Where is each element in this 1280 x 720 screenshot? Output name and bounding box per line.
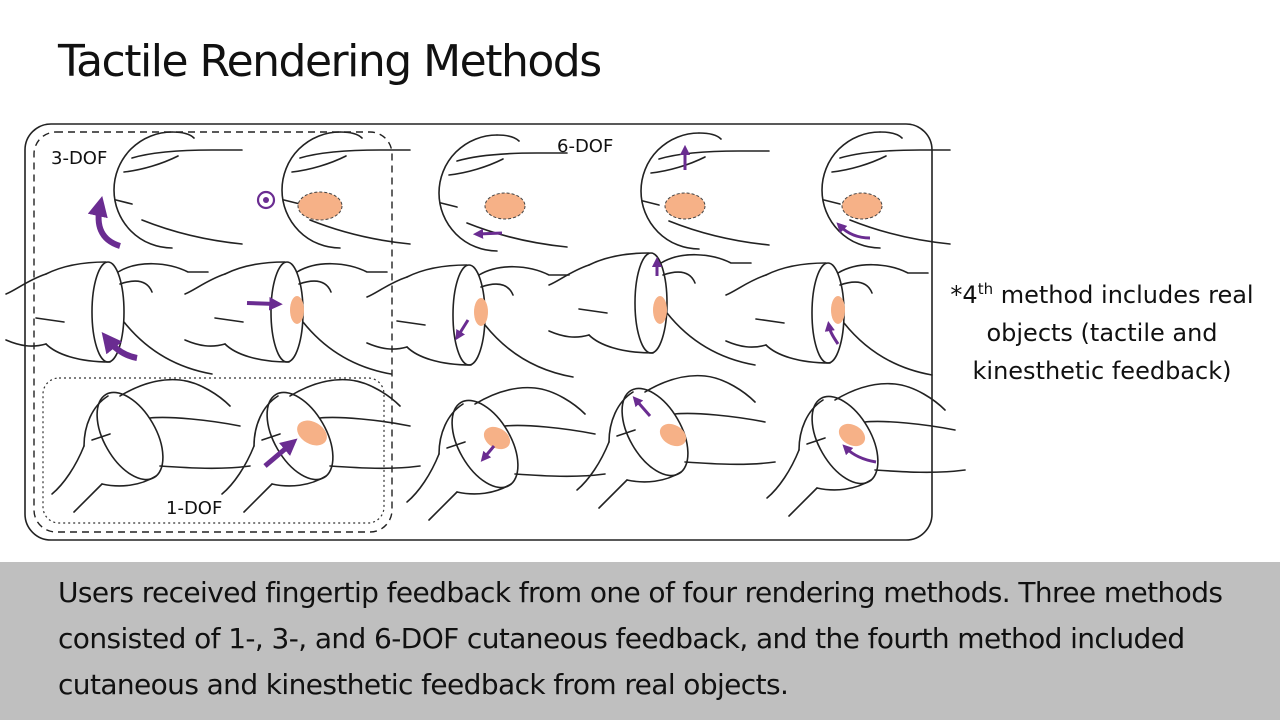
label-3dof: 3-DOF <box>51 148 107 169</box>
fingertip-side-view-icon <box>184 261 392 375</box>
purple-arrow-icon <box>455 319 470 341</box>
orange-contact-patch-icon <box>297 191 343 221</box>
orange-contact-patch-icon <box>483 426 511 450</box>
fingertip-top-view-icon <box>821 131 951 249</box>
orange-contact-patch-icon <box>290 296 304 324</box>
orange-contact-patch-icon <box>841 192 883 220</box>
fingertip-side-view-icon <box>548 252 756 366</box>
note-prefix: *4 <box>950 281 978 309</box>
label-6dof: 6-DOF <box>557 136 613 157</box>
fingertip-top-view-icon <box>640 132 770 250</box>
orange-contact-patch-icon <box>659 423 687 447</box>
slide-title: Tactile Rendering Methods <box>58 36 602 87</box>
orange-contact-patch-icon <box>831 296 845 324</box>
fingertip-top-view-icon <box>281 131 411 249</box>
fingertip-side-view-icon <box>366 264 574 378</box>
orange-contact-patch-icon <box>484 192 526 220</box>
fingertip-side-view-icon <box>5 261 213 375</box>
purple-arrow-icon <box>246 296 283 311</box>
purple-arrow-icon <box>842 444 877 464</box>
group-1dof-frame <box>42 377 385 524</box>
orange-contact-patch-icon <box>838 423 866 447</box>
fourth-method-note: *4th method includes real objects (tacti… <box>942 276 1262 390</box>
purple-arrow-icon <box>263 438 298 468</box>
fingertip-top-view-icon <box>113 131 243 249</box>
purple-arrow-icon <box>480 445 496 462</box>
purple-arrow-icon <box>472 228 503 239</box>
purple-arrow-icon <box>824 320 840 345</box>
fingertip-side-view-icon <box>725 262 933 376</box>
caption-band: Users received fingertip feedback from o… <box>0 562 1280 720</box>
orange-contact-patch-icon <box>297 420 327 446</box>
purple-arrow-icon <box>632 396 652 417</box>
purple-arrow-icon <box>836 222 871 240</box>
label-1dof: 1-DOF <box>166 498 222 519</box>
outer-frame <box>24 123 933 541</box>
note-text: method includes real objects (tactile an… <box>972 281 1254 385</box>
fingertip-angled-view-icon <box>51 378 251 513</box>
caption-text: Users received fingertip feedback from o… <box>58 576 1223 701</box>
purple-arrow-icon <box>101 332 138 361</box>
orange-contact-patch-icon <box>474 298 488 326</box>
note-superscript: th <box>977 280 994 298</box>
orange-contact-patch-icon <box>664 192 706 220</box>
fingertip-angled-view-icon <box>221 378 421 513</box>
orange-contact-patch-icon <box>653 296 667 324</box>
out-of-plane-symbol-icon <box>256 190 276 210</box>
fingertip-angled-view-icon <box>406 386 606 521</box>
purple-arrow-icon <box>87 196 122 249</box>
fingertip-angled-view-icon <box>766 382 966 517</box>
group-3dof-frame <box>33 131 393 533</box>
